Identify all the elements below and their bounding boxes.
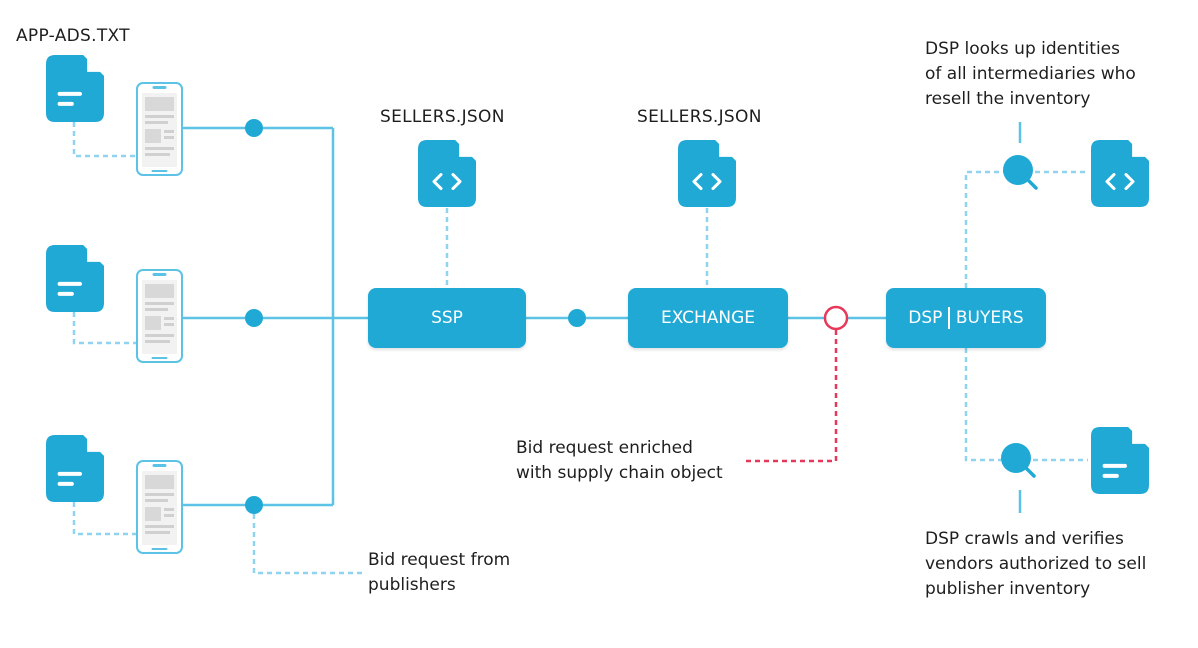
supply-chain-marker — [823, 305, 849, 331]
publisher-document-icon-2 — [46, 245, 104, 312]
ssp-node-label: SSP — [431, 308, 463, 328]
publisher-callout-line — [252, 514, 366, 575]
bid-request-enriched-label: Bid request enriched with supply chain o… — [516, 436, 723, 486]
bid-request-publishers-line-2: publishers — [368, 575, 456, 595]
doc-phone-link-3 — [72, 502, 137, 536]
bid-request-enriched-line-2: with supply chain object — [516, 463, 723, 483]
bid-request-publishers-label: Bid request from publishers — [368, 548, 510, 598]
publisher-dot-3 — [245, 496, 263, 514]
dsp-lookup-label: DSP looks up identities of all intermedi… — [925, 37, 1136, 112]
app-ads-label: APP-ADS.TXT — [16, 26, 130, 46]
publisher-dot-1 — [245, 119, 263, 137]
smartphone-icon-1 — [136, 82, 183, 176]
dsp-sellers-json-code-file-icon — [1091, 140, 1149, 207]
dsp-crawl-line-3: publisher inventory — [925, 579, 1091, 599]
publisher-document-icon-3 — [46, 435, 104, 502]
dsp-lookup-line-1: DSP looks up identities — [925, 39, 1120, 59]
dsp-lower-branch — [964, 348, 1003, 462]
sellers-json-label-ssp: SELLERS.JSON — [380, 107, 505, 127]
exchange-node-label: EXCHANGE — [660, 308, 756, 328]
ssp-sellers-json-code-file-icon — [418, 140, 476, 207]
dsp-upper-branch — [964, 170, 1005, 288]
dsp-node-label: DSP — [908, 308, 943, 328]
dsp-crawl-line-1: DSP crawls and verifies — [925, 529, 1124, 549]
dsp-app-ads-document-icon — [1091, 427, 1149, 494]
doc-phone-link-1 — [72, 122, 137, 158]
publisher-dot-2 — [245, 309, 263, 327]
dsp-crawl-label: DSP crawls and verifies vendors authoriz… — [925, 527, 1146, 602]
bid-request-publishers-line-1: Bid request from — [368, 550, 511, 570]
dsp-lookup-line-2: of all intermediaries who — [925, 64, 1136, 84]
smartphone-icon-3 — [136, 460, 183, 554]
ssp-node: SSP — [368, 288, 526, 348]
crawl-magnifier-icon — [1001, 443, 1036, 478]
enriched-callout-line — [742, 330, 838, 463]
node-divider — [948, 307, 950, 329]
dsp-lookup-line-3: resell the inventory — [925, 89, 1091, 109]
buyers-node-label: BUYERS — [955, 308, 1024, 328]
exchange-sellers-json-code-file-icon — [678, 140, 736, 207]
dsp-crawl-line-2: vendors authorized to sell — [925, 554, 1147, 574]
publisher-document-icon-1 — [46, 55, 104, 122]
smartphone-icon-2 — [136, 269, 183, 363]
exchange-node: EXCHANGE — [628, 288, 788, 348]
bid-request-enriched-line-1: Bid request enriched — [516, 438, 693, 458]
dsp-buyers-node: DSP BUYERS — [886, 288, 1046, 348]
sellers-json-label-exchange: SELLERS.JSON — [637, 107, 762, 127]
doc-phone-link-2 — [72, 312, 137, 345]
lookup-magnifier-icon — [1003, 155, 1038, 190]
ssp-exchange-dot — [568, 309, 586, 327]
